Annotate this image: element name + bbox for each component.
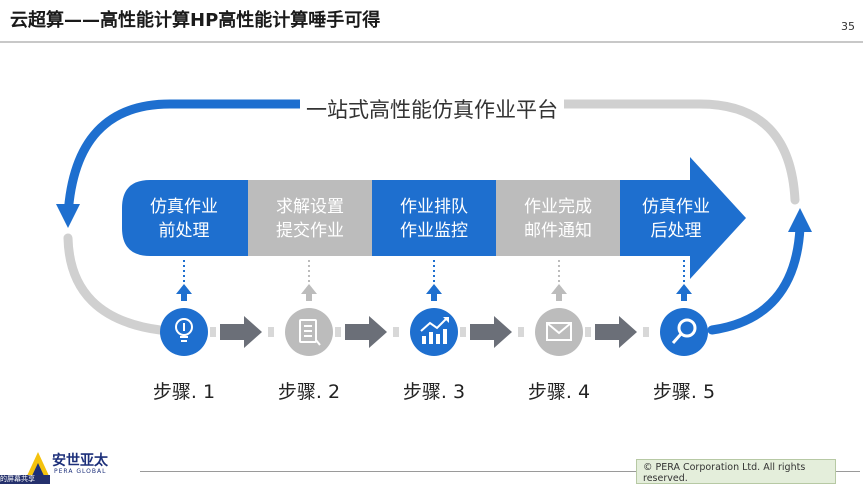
stage-3-text: 作业排队作业监控 <box>400 197 468 241</box>
step-arrows <box>210 316 649 348</box>
platform-title: 一站式高性能仿真作业平台 <box>300 94 564 124</box>
stage-1-text: 仿真作业前处理 <box>150 197 218 241</box>
copyright-notice: © PERA Corporation Ltd. All rights reser… <box>636 459 836 484</box>
page-title: 云超算——高性能计算HP高性能计算唾手可得 <box>10 10 381 31</box>
connectors <box>176 260 692 301</box>
step-5-circle <box>660 308 708 356</box>
loop-top-gray-arc <box>555 99 800 205</box>
step-3-circle <box>410 308 458 356</box>
company-logo-text: 安世亚太 <box>52 453 108 469</box>
stage-3-block <box>372 180 496 256</box>
stage-5-arrow-block <box>620 157 746 279</box>
step-1-label: 步骤. 1 <box>152 381 216 403</box>
step-4-label: 步骤. 4 <box>527 381 591 403</box>
step-2-circle <box>285 308 333 356</box>
stage-2-text: 求解设置提交作业 <box>276 197 344 241</box>
screen-share-tag[interactable]: 的屏幕共享 <box>0 475 50 484</box>
loop-right-arrowhead <box>788 208 812 232</box>
magnifier-icon <box>671 318 697 344</box>
footer-divider <box>140 471 860 472</box>
step-2-label: 步骤. 2 <box>277 381 341 403</box>
step-5-label: 步骤. 5 <box>652 381 716 403</box>
company-logo-subtext: PERA GLOBAL <box>54 468 107 475</box>
step-4-circle <box>535 308 583 356</box>
page-number: 35 <box>841 20 855 33</box>
stage-4-text: 作业完成邮件通知 <box>524 197 592 241</box>
stage-5-text: 仿真作业后处理 <box>642 197 710 241</box>
title-divider <box>0 41 863 43</box>
process-banner <box>122 157 746 279</box>
chart-trend-icon <box>420 317 449 344</box>
step-3-label: 步骤. 3 <box>402 381 466 403</box>
stage-1-block <box>122 180 248 256</box>
stage-2-block <box>248 180 372 256</box>
step-1-circle <box>160 308 208 356</box>
loop-right-blue-arc <box>707 223 805 335</box>
stage-4-block <box>496 180 620 256</box>
loop-left-gray-arc <box>63 233 165 335</box>
envelope-icon <box>546 322 572 341</box>
logo-mark <box>26 452 50 478</box>
lightbulb-icon <box>175 318 193 342</box>
loop-left-arrowhead <box>56 204 80 228</box>
loop-top-blue-arc <box>63 99 305 220</box>
document-icon <box>299 319 321 346</box>
